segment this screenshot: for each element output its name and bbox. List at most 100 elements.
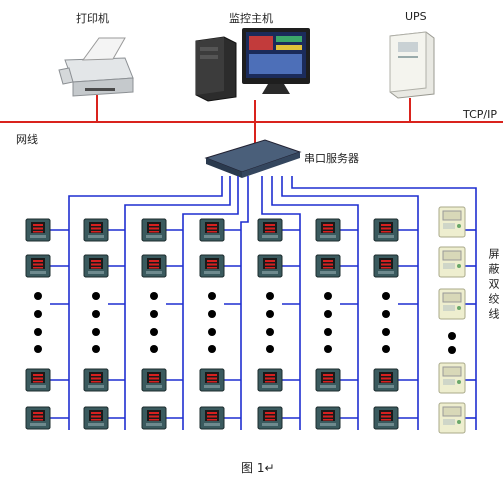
meter-digits — [149, 381, 159, 383]
ellipsis-dot — [448, 332, 456, 340]
meter-digits — [381, 381, 391, 383]
power-meter-icon — [373, 254, 399, 278]
protector-display — [442, 250, 462, 261]
meter-digits — [207, 260, 217, 262]
power-meter-icon — [25, 406, 51, 430]
power-meter-icon — [83, 254, 109, 278]
meter-digits — [265, 381, 275, 383]
ellipsis-dot — [208, 328, 216, 336]
meter-digits — [381, 231, 391, 233]
power-meter-icon — [315, 254, 341, 278]
ellipsis-dot — [382, 345, 390, 353]
ellipsis-dot — [324, 328, 332, 336]
meter-digits — [33, 377, 43, 380]
meter-buttons — [378, 385, 394, 388]
motor-protector-icon — [438, 246, 466, 278]
bus-column-3 — [182, 176, 239, 430]
meter-digits — [91, 412, 101, 414]
ellipsis-dot — [448, 346, 456, 354]
figure-caption: 图 1↵ — [241, 461, 275, 475]
ellipsis-dot — [92, 310, 100, 318]
motor-protector-icon — [438, 206, 466, 238]
power-meter-icon — [373, 368, 399, 392]
meter-digits — [207, 381, 217, 383]
meter-buttons — [204, 423, 220, 426]
meter-digits — [323, 381, 333, 383]
ellipsis-dot — [266, 310, 274, 318]
meter-buttons — [320, 385, 336, 388]
meter-digits — [381, 260, 391, 262]
meter-buttons — [146, 235, 162, 238]
ellipsis-dot — [266, 328, 274, 336]
ups-label: UPS — [405, 10, 427, 23]
power-meter-icon — [141, 254, 167, 278]
meter-digits — [207, 412, 217, 414]
ellipsis-dot — [150, 345, 158, 353]
meter-digits — [323, 224, 333, 226]
ellipsis-dot — [324, 345, 332, 353]
ellipsis-dot — [266, 292, 274, 300]
meter-digits — [207, 419, 217, 421]
bus-column-7 — [281, 176, 419, 430]
meter-buttons — [88, 423, 104, 426]
meter-digits — [207, 224, 217, 226]
meter-digits — [149, 377, 159, 380]
meter-digits — [149, 374, 159, 376]
meter-digits — [381, 377, 391, 380]
meter-digits — [207, 227, 217, 230]
meter-digits — [207, 374, 217, 376]
power-meter-icon — [373, 406, 399, 430]
protector-panel — [443, 379, 455, 385]
computer-tower-icon — [195, 36, 237, 102]
ellipsis-dot — [208, 310, 216, 318]
meter-buttons — [262, 423, 278, 426]
meter-digits — [91, 374, 101, 376]
meter-digits — [33, 415, 43, 418]
protector-led — [457, 224, 461, 228]
meter-digits — [265, 224, 275, 226]
meter-digits — [381, 412, 391, 414]
meter-digits — [91, 377, 101, 380]
bus-column-8 — [291, 176, 477, 430]
ellipsis-dot — [34, 310, 42, 318]
power-meter-icon — [257, 254, 283, 278]
meter-digits — [207, 231, 217, 233]
meter-digits — [323, 267, 333, 269]
motor-protector-icon — [438, 362, 466, 394]
meter-digits — [381, 224, 391, 226]
protocol-label: TCP/IP — [463, 108, 497, 121]
meter-digits — [149, 263, 159, 266]
ellipsis-dot — [266, 345, 274, 353]
meter-buttons — [320, 423, 336, 426]
power-meter-icon — [257, 218, 283, 242]
host-label: 监控主机 — [229, 12, 273, 25]
protector-display — [442, 406, 462, 417]
meter-digits — [207, 267, 217, 269]
meter-digits — [265, 267, 275, 269]
ellipsis-dot — [92, 292, 100, 300]
field-devices — [25, 206, 466, 434]
meter-digits — [149, 231, 159, 233]
network-label: 网线 — [16, 133, 38, 146]
power-meter-icon — [257, 368, 283, 392]
meter-buttons — [30, 235, 46, 238]
meter-digits — [323, 412, 333, 414]
printer-icon — [58, 37, 134, 97]
meter-digits — [265, 231, 275, 233]
power-meter-icon — [141, 406, 167, 430]
rs485-bus — [50, 176, 477, 430]
meter-buttons — [204, 271, 220, 274]
ethernet-bus — [0, 95, 503, 150]
power-meter-icon — [199, 218, 225, 242]
meter-digits — [33, 412, 43, 414]
meter-digits — [149, 267, 159, 269]
ellipsis-dot — [208, 292, 216, 300]
power-meter-icon — [25, 254, 51, 278]
meter-digits — [149, 260, 159, 262]
bus-column-1 — [68, 176, 223, 430]
meter-digits — [265, 263, 275, 266]
meter-digits — [265, 227, 275, 230]
power-meter-icon — [199, 254, 225, 278]
